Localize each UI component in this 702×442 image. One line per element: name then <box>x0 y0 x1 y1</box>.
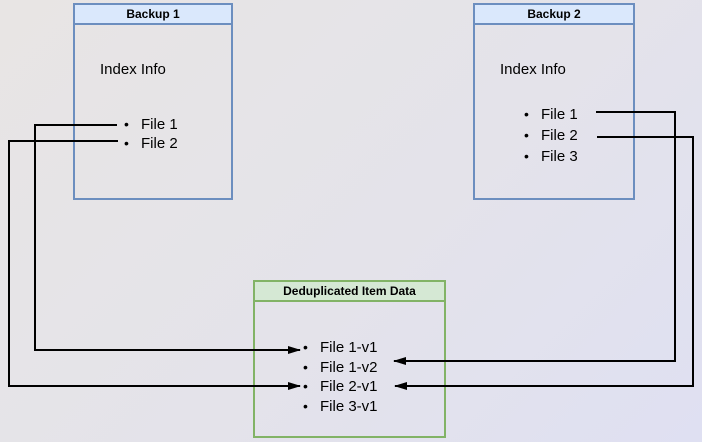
backup2-title: Backup 2 <box>475 5 633 25</box>
bullet-icon: • <box>303 339 308 355</box>
backup2-file-list: • File 1 • File 2 • File 3 <box>524 104 578 167</box>
list-item-label: File 1 <box>541 106 578 123</box>
bullet-icon: • <box>303 397 308 414</box>
dedup-box: Deduplicated Item Data • File 1-v1 • File 1… <box>253 280 446 438</box>
list-item: • File 1 <box>124 115 178 134</box>
bullet-icon: • <box>303 378 308 394</box>
backup1-file-list: • File 1 • File 2 <box>124 115 178 153</box>
bullet-icon: • <box>303 358 308 375</box>
list-item: • File 1 <box>524 104 578 125</box>
list-item-label: File 2-v1 <box>320 378 378 395</box>
list-item: • File 2 <box>524 125 578 146</box>
backup1-index-info-label: Index Info <box>100 61 166 78</box>
list-item-label: File 1-v1 <box>320 339 378 356</box>
list-item-label: File 2 <box>541 127 578 144</box>
list-item: • File 3-v1 <box>303 397 378 417</box>
bullet-icon: • <box>124 135 129 151</box>
dedup-title: Deduplicated Item Data <box>255 282 444 302</box>
bullet-icon: • <box>524 106 529 122</box>
backup1-box: Backup 1 Index Info • File 1 • File 2 <box>73 3 233 200</box>
backup2-index-info-label: Index Info <box>500 61 566 78</box>
list-item-label: File 3-v1 <box>320 397 378 415</box>
list-item: • File 2-v1 <box>303 377 378 397</box>
list-item-label: File 2 <box>141 135 178 152</box>
list-item: • File 2 <box>124 134 178 153</box>
dedup-item-list: • File 1-v1 • File 1-v2 • File 2-v1 • File 3-v1 <box>303 338 378 416</box>
bullet-icon: • <box>124 116 129 132</box>
bullet-icon: • <box>524 127 529 143</box>
list-item-label: File 3 <box>541 148 578 165</box>
list-item-label: File 1-v2 <box>320 358 378 376</box>
list-item: • File 3 <box>524 146 578 167</box>
list-item: • File 1-v1 <box>303 338 378 358</box>
backup2-box: Backup 2 Index Info • File 1 • File 2 • File … <box>473 3 635 200</box>
list-item-label: File 1 <box>141 116 178 133</box>
list-item: • File 1-v2 <box>303 358 378 378</box>
bullet-icon: • <box>524 148 529 164</box>
backup1-title: Backup 1 <box>75 5 231 25</box>
